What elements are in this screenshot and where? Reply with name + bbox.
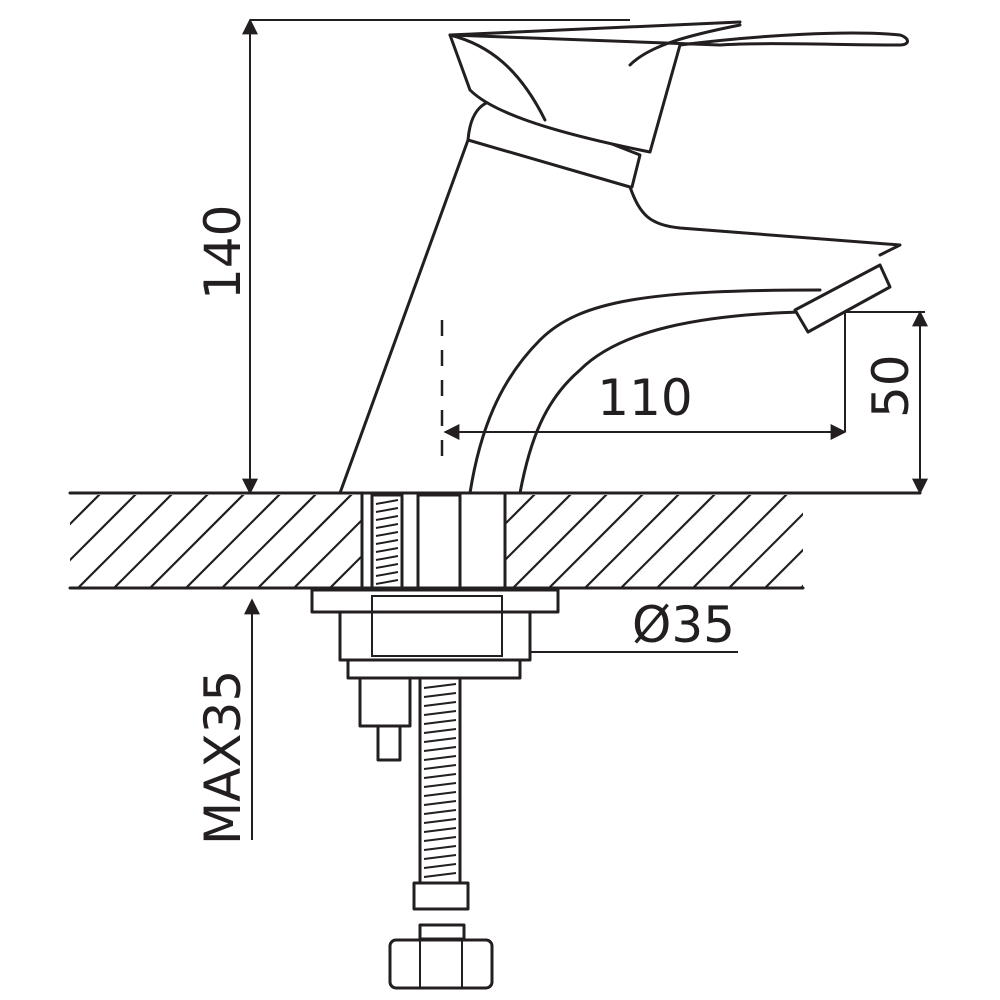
label-height-total: 140 [194,205,252,300]
hose-braid [423,683,457,878]
hatch-left [70,495,362,588]
stud-threads [375,499,399,585]
faucet-body [338,98,902,495]
label-base-diameter: Ø35 [632,596,735,654]
dimension-base-diameter: Ø35 [530,596,738,654]
dimension-spout-reach: 110 [443,312,847,440]
dimension-max-thickness: MAX35 [194,598,260,845]
dimension-height-total: 140 [194,18,630,495]
label-spout-height: 50 [862,354,920,418]
dimension-spout-height: 50 [845,310,928,495]
label-max-thickness: MAX35 [194,670,252,845]
countertop-section [68,491,922,590]
mounting-hardware [310,493,560,990]
hatch-right [505,495,803,588]
lever-handle [448,20,909,154]
label-spout-reach: 110 [597,369,692,427]
